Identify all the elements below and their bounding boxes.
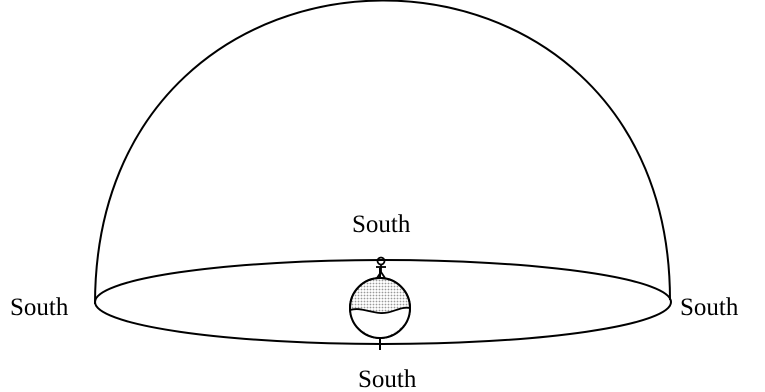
label-south-left: South: [10, 295, 68, 320]
earth-globe-icon: [350, 278, 410, 338]
label-south-bottom: South: [358, 367, 416, 392]
label-south-top: South: [352, 212, 410, 237]
label-south-right: South: [680, 295, 738, 320]
